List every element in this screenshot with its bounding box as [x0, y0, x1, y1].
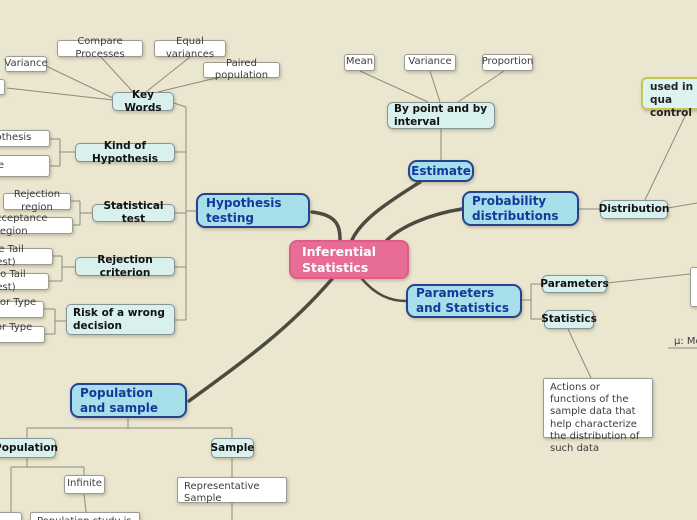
node-parameters-and-statistics[interactable]: Parameters and Statistics: [406, 284, 522, 318]
thin-connectors: [6, 55, 697, 520]
node-cut-bottom-left[interactable]: [0, 512, 22, 520]
node-equal-variances[interactable]: Equal variances: [154, 36, 226, 60]
node-cut-right[interactable]: [690, 267, 697, 307]
node-statistical-test[interactable]: Statistical test: [92, 200, 175, 225]
node-sample[interactable]: Sample: [211, 438, 254, 458]
node-hypothesis-testing[interactable]: Hypothesis testing: [196, 193, 310, 228]
node-risk-of-wrong-decision[interactable]: Risk of a wrong decision: [66, 304, 175, 335]
node-variance-left[interactable]: Variance: [4, 56, 48, 72]
node-population-and-sample[interactable]: Population and sample: [70, 383, 187, 418]
node-null-hypothesis-cut[interactable]: hypothesis: [0, 130, 50, 147]
node-infinite[interactable]: Infinite: [64, 475, 105, 494]
node-one-tail-test-cut[interactable]: ne Tail Test): [0, 244, 53, 268]
node-rejection-criterion[interactable]: Rejection criterion: [75, 254, 175, 279]
node-statistics-note[interactable]: Actions or functions of the sample data …: [543, 378, 653, 454]
node-statistics[interactable]: Statistics: [541, 310, 597, 329]
branch-curves: [187, 180, 464, 403]
node-kind-of-hypothesis[interactable]: Kind of Hypothesis: [75, 140, 175, 165]
node-cut-left-top[interactable]: [0, 79, 5, 95]
used-in-quality-line1: used in qua: [650, 81, 694, 106]
node-estimate[interactable]: Estimate: [408, 160, 474, 182]
node-acceptance-region-cut[interactable]: cceptance region: [0, 213, 73, 237]
node-probability-distributions[interactable]: Probability distributions: [462, 191, 579, 226]
mu-mean-label[interactable]: μ: Me: [674, 336, 697, 347]
node-two-tail-test-cut[interactable]: wo Tail Test): [0, 269, 49, 293]
node-representative-sample[interactable]: Representative Sample: [177, 477, 287, 504]
node-distribution[interactable]: Distribution: [599, 200, 669, 219]
node-mean[interactable]: Mean: [344, 54, 375, 71]
node-compare-processes[interactable]: Compare Processes: [57, 36, 143, 60]
node-error-type-ii-cut[interactable]: ror Type II: [0, 322, 45, 343]
node-by-point-and-interval[interactable]: By point and by interval: [387, 102, 495, 129]
node-used-in-quality-control[interactable]: used in qua control: [641, 77, 697, 119]
node-error-type-i-cut[interactable]: rror Type I: [0, 297, 44, 318]
node-rejection-region[interactable]: Rejection region: [3, 189, 71, 213]
node-alternative-cut[interactable]: ve: [0, 155, 50, 177]
node-population-study-cut[interactable]: Population study is: [30, 512, 140, 520]
node-proportion[interactable]: Proportion: [482, 54, 533, 71]
used-in-quality-line2: control: [650, 106, 692, 119]
node-inferential-statistics[interactable]: Inferential Statistics: [289, 240, 409, 279]
node-key-words[interactable]: Key Words: [112, 89, 174, 114]
node-paired-population[interactable]: Paired population: [203, 58, 280, 81]
node-variance-top[interactable]: Variance: [404, 54, 456, 71]
node-population[interactable]: Population: [0, 438, 58, 458]
node-parameters[interactable]: Parameters: [540, 275, 609, 293]
